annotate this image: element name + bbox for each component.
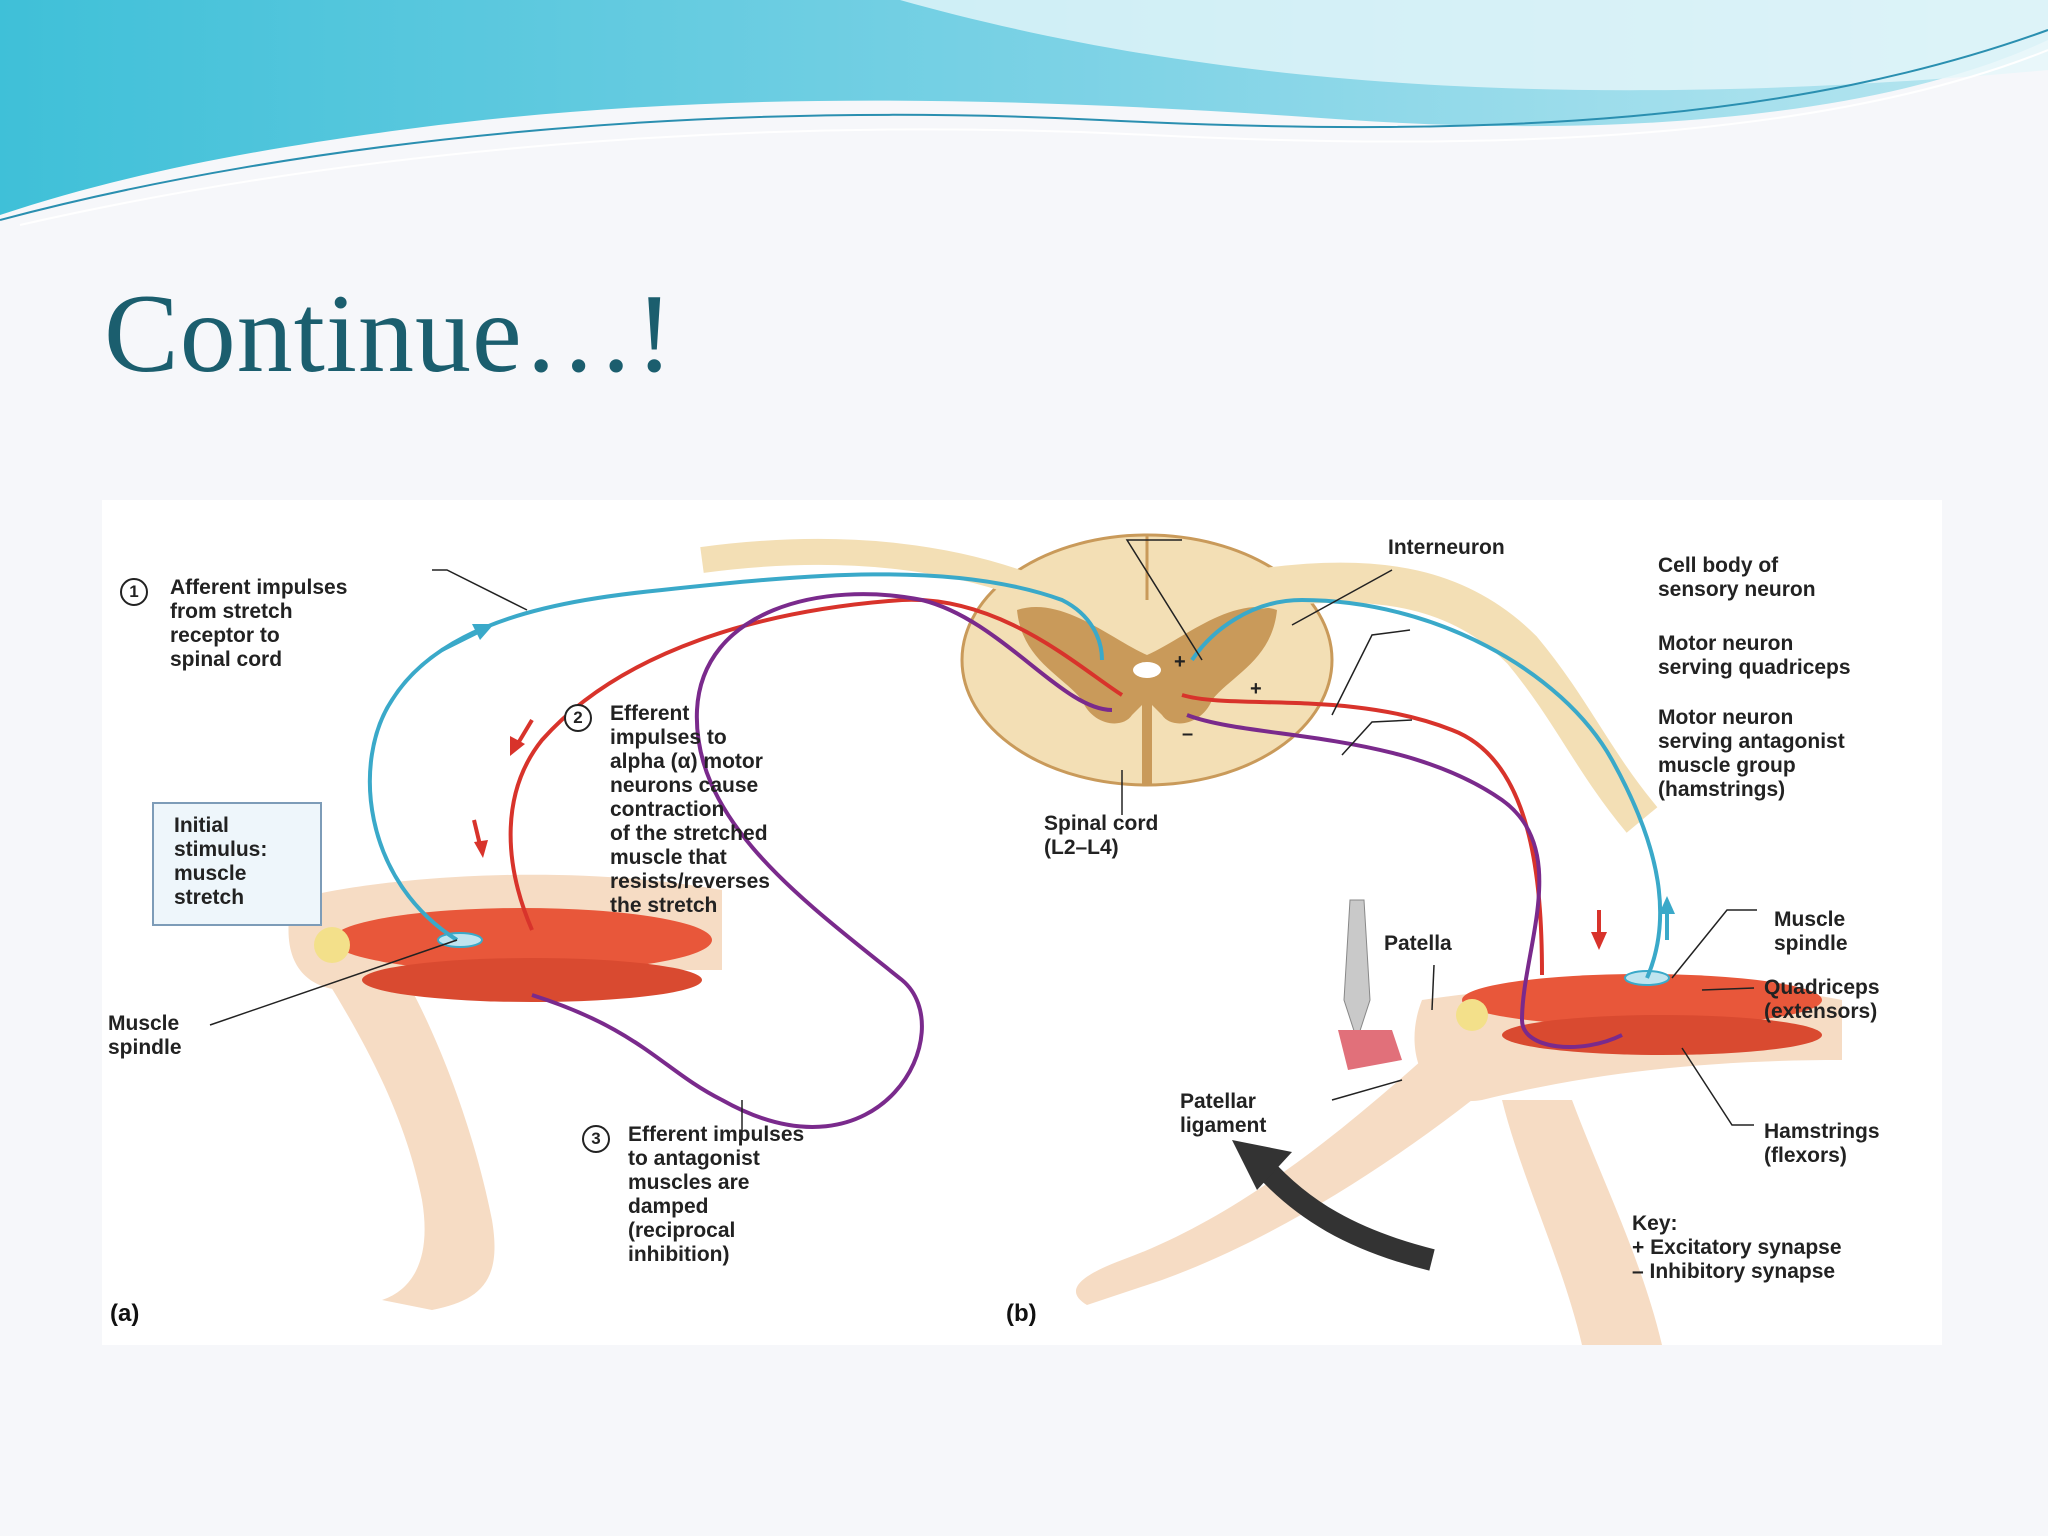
top-banner [0, 0, 2048, 226]
efferent-arrow-2-head [474, 840, 488, 858]
step-two-marker: 2 [564, 704, 592, 732]
hamstrings-a [362, 958, 702, 1002]
panel-label-b: (b) [1006, 1300, 1037, 1327]
efferent-arrow-1-head [510, 736, 525, 756]
afferent-arrow-1-head [472, 624, 494, 640]
panel-label-a: (a) [110, 1300, 140, 1327]
muscle-spindle-label-a: Muscle spindle [108, 1012, 182, 1059]
patellar-ligament-label: Patellar ligament [1180, 1090, 1267, 1137]
inhibitory-synapse-mark: – [1182, 723, 1193, 745]
efferent-arrow-3-head [1591, 932, 1607, 950]
step-one-marker: 1 [120, 578, 148, 606]
quadriceps-a [332, 908, 712, 972]
muscle-spindle-label-b: Muscle spindle [1774, 908, 1848, 955]
leader-muscle-spindle-a [209, 939, 458, 1026]
spinal-nerve-right [1248, 562, 1658, 833]
initial-stimulus-label: Initial stimulus: muscle stretch [174, 814, 268, 909]
excitatory-synapse-mark: + [1174, 651, 1186, 673]
leader-patella [1431, 964, 1435, 1011]
central-canal [1133, 662, 1161, 678]
reflex-hammer [1343, 899, 1371, 1042]
step-one-label: Afferent impulses from stretch receptor … [170, 576, 348, 671]
patella-label: Patella [1384, 932, 1452, 955]
slide-title: Continue…! [104, 272, 674, 396]
leader-patellar-ligament [1331, 1079, 1403, 1101]
sensory-pathway-a [367, 572, 1104, 942]
leg-b [1075, 899, 1842, 1345]
hammer-head [1338, 1030, 1402, 1070]
banner-light-wave [900, 0, 2048, 91]
key-title: Key: [1632, 1212, 1678, 1235]
motor-pathway-a [508, 597, 1124, 931]
afferent-arrow-2-head [1659, 896, 1675, 914]
step-two-label: Efferent impulses to alpha (α) motor neu… [610, 702, 770, 917]
step-three-label: Efferent impulses to antagonist muscles … [628, 1123, 805, 1266]
quadriceps-label: Quadriceps (extensors) [1764, 976, 1880, 1023]
patella-b [1456, 999, 1488, 1031]
stretch-reflex-figure: + + – [102, 500, 1942, 1345]
motor-antagonist-label: Motor neuron serving antagonist muscle g… [1658, 706, 1845, 801]
excitatory-synapse-mark-2: + [1250, 678, 1262, 700]
step-three-marker: 3 [582, 1125, 610, 1153]
banner-line-2 [19, 49, 2048, 226]
leader-muscle-spindle-b [1671, 909, 1757, 979]
spinal-cord-label: Spinal cord (L2–L4) [1044, 812, 1159, 859]
efferent-arrow-2 [472, 819, 482, 846]
quadriceps-b [1462, 974, 1822, 1026]
kick-arrow-head [1232, 1140, 1292, 1190]
sensory-pathway-b [1190, 597, 1663, 979]
interneuron-label: Interneuron [1388, 536, 1505, 559]
kick-arrow [1253, 1157, 1435, 1271]
key-inhibitory: – Inhibitory synapse [1632, 1260, 1836, 1283]
inhibitory-pathway-b [1186, 713, 1623, 1049]
leader-quadriceps [1701, 987, 1755, 991]
synapse-key: Key: + Excitatory synapse – Inhibitory s… [1632, 1212, 1842, 1284]
leader-step-one [432, 569, 528, 611]
shin-a [302, 940, 495, 1310]
initial-stimulus-box [152, 802, 322, 926]
afferent-arrow-1 [441, 628, 483, 652]
efferent-arrow-1 [515, 718, 534, 747]
cell-body-label: Cell body of sensory neuron [1658, 554, 1816, 601]
patella-a [314, 927, 350, 963]
leader-cell-body [1291, 569, 1393, 626]
inhibitory-pathway-a [531, 592, 1113, 1129]
key-excitatory: + Excitatory synapse [1632, 1236, 1842, 1259]
leader-motor-quad [1331, 629, 1411, 716]
leader-interneuron [1125, 539, 1203, 661]
dorsal-root-left [700, 538, 1042, 603]
banner-line-1 [0, 29, 2048, 221]
hamstrings-label: Hamstrings (flexors) [1764, 1120, 1880, 1167]
motor-quadriceps-label: Motor neuron serving quadriceps [1658, 632, 1851, 679]
leader-motor-antagonist [1341, 719, 1413, 756]
figure-artwork: + + – [209, 533, 1842, 1345]
leader-hamstrings [1681, 1047, 1754, 1126]
support-leg-b [1502, 1100, 1662, 1345]
